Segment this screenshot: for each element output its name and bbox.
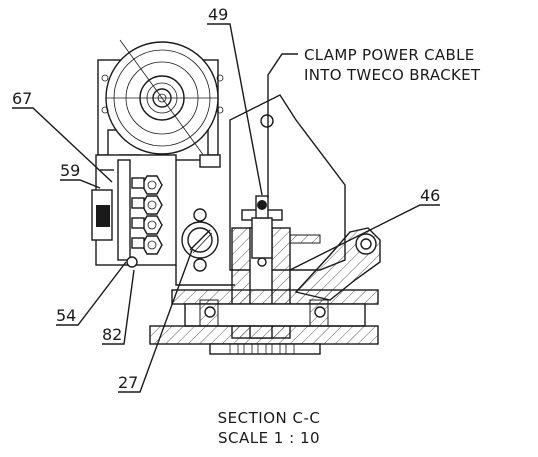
terminal-bracket — [91, 154, 235, 286]
note-line-2: INTO TWECO BRACKET — [304, 66, 481, 84]
note-line-1: CLAMP POWER CABLE — [304, 46, 475, 64]
callouts: 49 67 59 46 54 82 27 — [12, 5, 440, 392]
torch-connector — [181, 208, 219, 272]
section-caption: SECTION C-C SCALE 1 : 10 — [218, 409, 321, 447]
callout-59: 59 — [60, 161, 80, 180]
base-assembly — [149, 289, 379, 355]
callout-82: 82 — [102, 325, 122, 344]
pivot-arm — [294, 227, 381, 301]
callout-27: 27 — [118, 373, 138, 392]
callout-49: 49 — [208, 5, 228, 24]
drive-motor — [97, 39, 224, 168]
cable-note: CLAMP POWER CABLE INTO TWECO BRACKET — [304, 46, 481, 84]
callout-46: 46 — [420, 186, 440, 205]
section-scale: SCALE 1 : 10 — [218, 429, 320, 447]
leader-lines — [12, 23, 440, 393]
section-title: SECTION C-C — [218, 409, 321, 427]
callout-54: 54 — [56, 306, 76, 325]
callout-67: 67 — [12, 89, 32, 108]
terminal-nuts — [126, 175, 163, 268]
